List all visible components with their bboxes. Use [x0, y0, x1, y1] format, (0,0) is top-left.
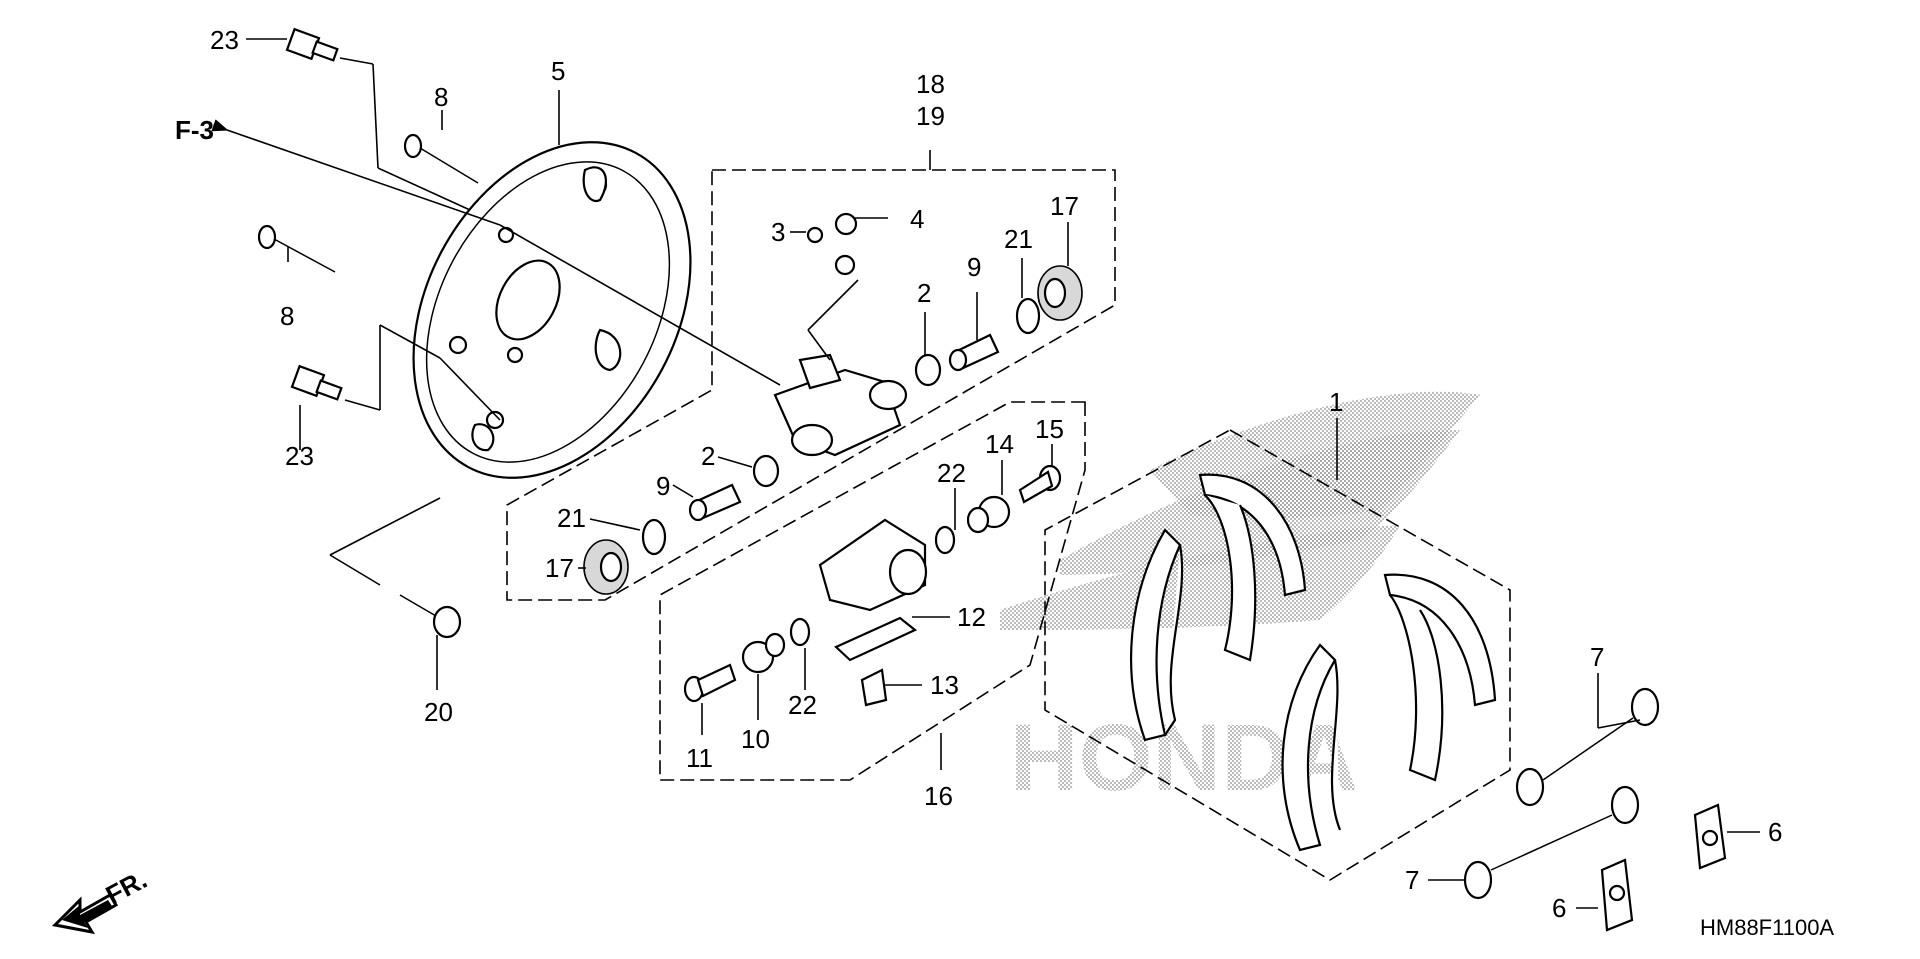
- page-ref-label[interactable]: F-3: [175, 115, 214, 145]
- cap-17-lower: [583, 539, 629, 595]
- adjuster-body-16: [818, 518, 928, 612]
- adjuster-nut-14: [966, 495, 1011, 534]
- pin-8-lower: [257, 224, 336, 273]
- callout-10[interactable]: 10: [741, 724, 770, 754]
- bolt-20: [399, 594, 462, 639]
- callout-13[interactable]: 13: [930, 670, 959, 700]
- callout-2-lower[interactable]: 2: [701, 441, 715, 471]
- callout-11[interactable]: 11: [686, 743, 713, 773]
- washer-22-lower: [789, 617, 811, 647]
- brake-panel: [412, 141, 692, 479]
- callout-1[interactable]: 1: [1329, 387, 1343, 417]
- piston-9-lower: [688, 483, 742, 522]
- callout-22-upper[interactable]: 22: [937, 458, 966, 488]
- callout-9-lower[interactable]: 9: [656, 471, 670, 501]
- callout-5[interactable]: 5: [551, 56, 565, 86]
- washer-22-upper: [934, 525, 956, 555]
- piston-9-upper: [948, 333, 1000, 372]
- callout-6-right[interactable]: 6: [1768, 817, 1782, 847]
- adjuster-nut-10: [741, 632, 786, 674]
- leader-lines: [211, 38, 1760, 909]
- callout-8-lower[interactable]: 8: [280, 301, 294, 331]
- bolt-23-lower: [290, 364, 343, 401]
- callout-8-upper[interactable]: 8: [434, 82, 448, 112]
- callout-16[interactable]: 16: [924, 781, 953, 811]
- group-1-outline: [1044, 429, 1511, 881]
- callout-21-upper[interactable]: 21: [1004, 224, 1033, 254]
- clip-6-lower: [1600, 858, 1634, 932]
- callout-4[interactable]: 4: [910, 204, 924, 234]
- callout-3[interactable]: 3: [771, 217, 785, 247]
- reference-code: HM88F1100A: [1700, 915, 1834, 940]
- callout-17-lower[interactable]: 17: [545, 553, 574, 583]
- callout-19[interactable]: 19: [916, 101, 945, 131]
- callout-9-upper[interactable]: 9: [967, 252, 981, 282]
- spring-7-lower: [1463, 785, 1640, 900]
- boot-21-lower: [641, 518, 667, 556]
- brake-shoe-set: [1130, 473, 1497, 852]
- callout-22-lower[interactable]: 22: [788, 690, 817, 720]
- lever-12: [834, 616, 918, 662]
- callout-21-lower[interactable]: 21: [557, 503, 586, 533]
- screw-11: [683, 663, 737, 703]
- clip-6-right: [1693, 803, 1727, 870]
- callout-23-upper[interactable]: 23: [210, 25, 239, 55]
- callout-17-upper[interactable]: 17: [1050, 191, 1079, 221]
- group-16-outline: [659, 401, 1086, 781]
- callout-2-upper[interactable]: 2: [917, 278, 931, 308]
- cap-17-upper: [1037, 265, 1083, 321]
- callout-20[interactable]: 20: [424, 697, 453, 727]
- bolt-23-upper: [285, 27, 339, 62]
- spring-7-upper: [1515, 687, 1660, 807]
- cup-2-lower: [752, 454, 780, 488]
- callout-7-upper[interactable]: 7: [1590, 642, 1604, 672]
- boot-21-upper: [1015, 297, 1041, 335]
- bleeder-13: [860, 668, 888, 707]
- group-18-19-outline: [506, 169, 1116, 601]
- callout-12[interactable]: 12: [957, 602, 986, 632]
- cup-2-upper: [914, 353, 942, 387]
- callout-15[interactable]: 15: [1035, 414, 1064, 444]
- callout-14[interactable]: 14: [985, 429, 1014, 459]
- pin-8-upper: [403, 133, 479, 184]
- callout-18[interactable]: 18: [916, 69, 945, 99]
- callout-23-lower[interactable]: 23: [285, 441, 314, 471]
- wheel-cylinder: [773, 212, 908, 457]
- screw-15: [1018, 464, 1062, 504]
- front-direction-arrow: FR.: [51, 864, 152, 935]
- callout-6-lower[interactable]: 6: [1552, 893, 1566, 923]
- callout-7-lower[interactable]: 7: [1405, 865, 1419, 895]
